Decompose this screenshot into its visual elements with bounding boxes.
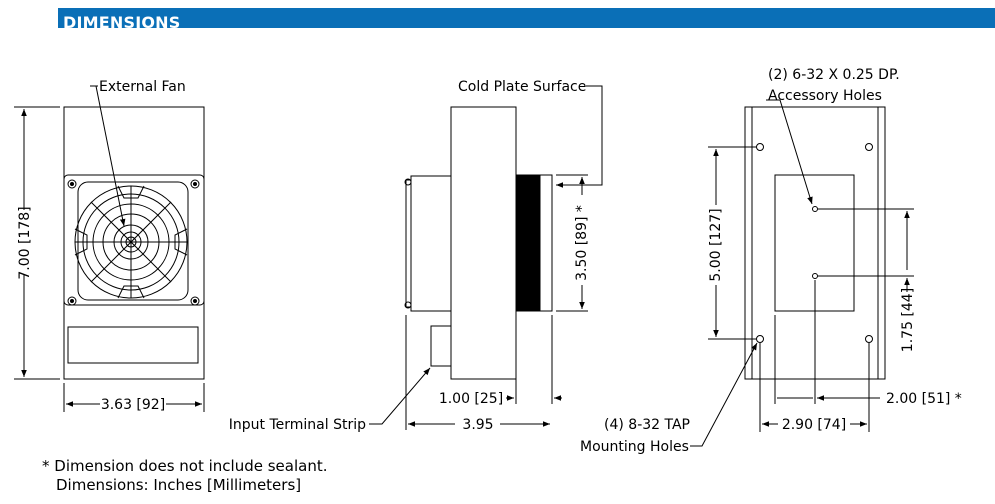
cold-plate-depth-dimension bbox=[506, 315, 562, 404]
accessory-offset-label: 2.00 [51] * bbox=[886, 391, 962, 407]
external-fan-label: External Fan bbox=[99, 79, 186, 95]
accessory-spacing-label: 1.75 [44] bbox=[900, 288, 916, 352]
mount-horizontal-dimension bbox=[759, 343, 870, 432]
header-banner: DIMENSIONS bbox=[58, 8, 995, 28]
overall-depth-dimension bbox=[405, 315, 550, 430]
sealant-note: * Dimension does not include sealant. bbox=[42, 457, 328, 475]
side-fan-housing bbox=[410, 175, 452, 312]
mount-vertical-label: 5.00 [127] bbox=[708, 208, 724, 281]
side-fan-plate bbox=[405, 179, 412, 308]
cold-plate-surface-leader bbox=[556, 85, 603, 188]
cold-plate-height-dimension bbox=[556, 174, 588, 312]
front-height-label: 7.00 [178] bbox=[17, 206, 33, 279]
mounting-holes-label-line2: Mounting Holes bbox=[580, 439, 689, 455]
fan-screw-icon bbox=[67, 179, 200, 306]
front-width-label: 3.63 [92] bbox=[101, 397, 165, 413]
front-label-panel bbox=[67, 326, 199, 364]
side-view bbox=[404, 106, 553, 380]
cold-plate-height-label: 3.50 [89] * bbox=[574, 205, 590, 281]
front-height-dimension bbox=[14, 106, 60, 380]
side-main-body bbox=[450, 106, 517, 380]
mount-vertical-dimension bbox=[708, 146, 756, 340]
accessory-holes-leader bbox=[766, 99, 813, 205]
cold-plate bbox=[515, 174, 541, 312]
cold-plate-surface-label: Cold Plate Surface bbox=[458, 79, 586, 95]
cold-plate-face bbox=[539, 174, 553, 312]
front-width-dimension bbox=[63, 383, 205, 412]
mounting-holes-label-line1: (4) 8-32 TAP bbox=[604, 417, 690, 433]
fan-mount-plate bbox=[63, 174, 205, 306]
front-housing bbox=[63, 106, 205, 380]
fan-icon bbox=[74, 181, 189, 301]
accessory-spacing-dimension bbox=[818, 208, 914, 292]
units-note: Dimensions: Inches [Millimeters] bbox=[56, 476, 302, 494]
page-title: DIMENSIONS bbox=[63, 13, 181, 28]
mounting-holes-leader bbox=[690, 342, 758, 447]
mounting-hole-icon bbox=[756, 143, 873, 343]
accessory-hole-icon bbox=[812, 206, 818, 279]
mount-horizontal-label: 2.90 [74] bbox=[782, 417, 846, 433]
overall-depth-label: 3.95 bbox=[462, 417, 493, 433]
accessory-holes-label-line2: Accessory Holes bbox=[768, 88, 882, 104]
front-view bbox=[63, 106, 205, 380]
input-terminal-strip-label: Input Terminal Strip bbox=[229, 417, 366, 433]
input-terminal-strip-leader bbox=[369, 367, 431, 425]
accessory-offset-dimension bbox=[774, 280, 880, 404]
accessory-holes-label-line1: (2) 6-32 X 0.25 DP. bbox=[768, 67, 900, 83]
footnotes: * Dimension does not include sealant. Di… bbox=[42, 457, 327, 495]
external-fan-leader bbox=[95, 85, 126, 227]
terminal-strip bbox=[430, 325, 452, 367]
cold-plate-depth-label: 1.00 [25] bbox=[439, 391, 503, 407]
